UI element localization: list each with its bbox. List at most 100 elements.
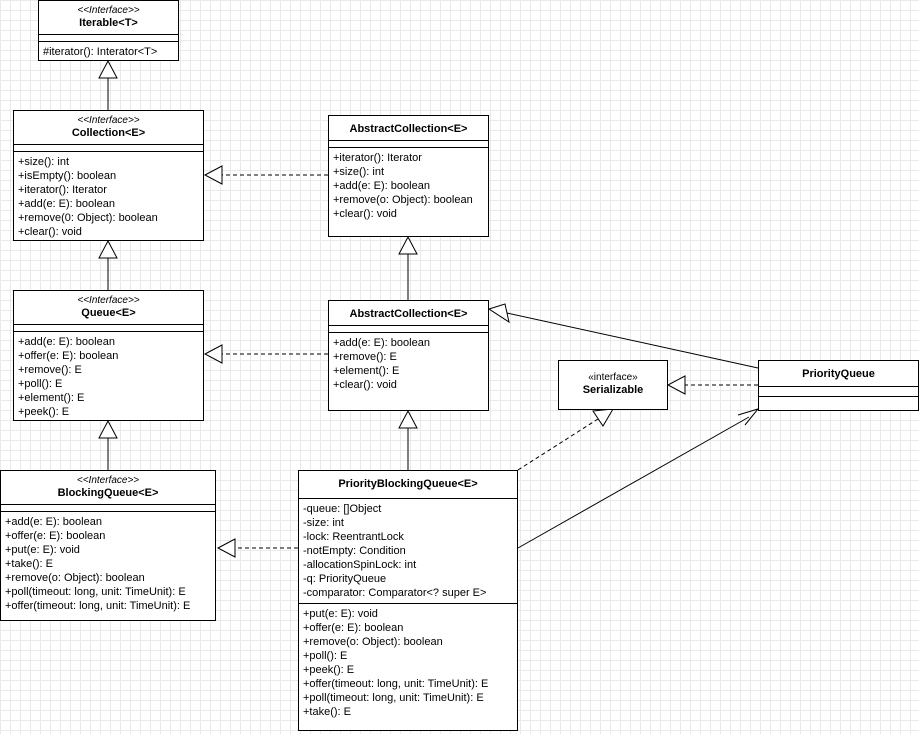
- class-priority-queue[interactable]: PriorityQueue: [758, 360, 919, 411]
- method: +element(): E: [18, 392, 85, 404]
- class-header: <<Interface>> Iterable<T>: [39, 1, 178, 34]
- method: +remove(o: Object): boolean: [333, 194, 473, 206]
- method: +remove(0: Object): boolean: [18, 212, 158, 224]
- method: +add(e: E): boolean: [5, 516, 102, 528]
- method: +add(e: E): boolean: [18, 198, 115, 210]
- method: +isEmpty(): boolean: [18, 170, 117, 182]
- methods-section: +add(e: E): boolean +offer(e: E): boolea…: [14, 331, 203, 422]
- edge-priorityqueue-extends-abstractqueue: [506, 312, 759, 369]
- method: +remove(): E: [18, 364, 82, 376]
- method: +clear(): void: [333, 379, 397, 391]
- method: +remove(o: Object): boolean: [303, 636, 443, 648]
- class-header: <<Interface>> BlockingQueue<E>: [1, 471, 215, 504]
- arrowhead-iterable: [98, 59, 118, 79]
- attributes-section: [14, 144, 203, 151]
- method: +offer(e: E): boolean: [5, 530, 106, 542]
- field: -lock: ReentrantLock: [303, 531, 404, 543]
- class-name: AbstractCollection<E>: [349, 308, 468, 320]
- method: +add(e: E): boolean: [333, 337, 430, 349]
- class-queue[interactable]: <<Interface>> Queue<E> +add(e: E): boole…: [13, 290, 204, 421]
- method: +peek(): E: [18, 406, 70, 418]
- arrowhead-queue: [98, 419, 118, 439]
- class-iterable[interactable]: <<Interface>> Iterable<T> #iterator(): I…: [38, 0, 179, 61]
- arrowhead-abstractqueue-from-priorityqueue: [487, 303, 510, 324]
- methods-section: +add(e: E): boolean +offer(e: E): boolea…: [1, 511, 215, 616]
- class-abstract-collection[interactable]: AbstractCollection<E> +iterator(): Itera…: [328, 115, 489, 237]
- methods-section: +size(): int +isEmpty(): boolean +iterat…: [14, 151, 203, 242]
- attributes-section: [329, 140, 488, 147]
- method: +take(): E: [303, 706, 351, 718]
- attributes-section: [14, 324, 203, 331]
- method: +poll(timeout: long, unit: TimeUnit): E: [303, 692, 484, 704]
- class-collection[interactable]: <<Interface>> Collection<E> +size(): int…: [13, 110, 204, 241]
- field: -queue: []Object: [303, 503, 382, 515]
- class-name: BlockingQueue<E>: [57, 487, 159, 499]
- edge-pbq-associates-priorityqueue: [517, 416, 750, 549]
- class-name: AbstractCollection<E>: [349, 123, 468, 135]
- methods-section: +put(e: E): void +offer(e: E): boolean +…: [299, 603, 517, 722]
- class-priority-blocking-queue[interactable]: PriorityBlockingQueue<E> -queue: []Objec…: [298, 470, 518, 731]
- class-abstract-queue[interactable]: AbstractCollection<E> +add(e: E): boolea…: [328, 300, 489, 411]
- method: +offer(e: E): boolean: [303, 622, 404, 634]
- method: +remove(): E: [333, 351, 397, 363]
- methods-section: +add(e: E): boolean +remove(): E +elemen…: [329, 332, 488, 395]
- methods-section: +iterator(): Iterator +size(): int +add(…: [329, 147, 488, 224]
- method: +put(e: E): void: [5, 544, 80, 556]
- field: -allocationSpinLock: int: [303, 559, 417, 571]
- attributes-section: [39, 34, 178, 41]
- method: +peek(): E: [303, 664, 355, 676]
- stereotype: «interface»: [588, 372, 638, 383]
- methods-section: [759, 396, 918, 406]
- method: +size(): int: [333, 166, 385, 178]
- arrowhead-abstractqueue-from-pbq: [398, 409, 418, 429]
- stereotype: <<Interface>>: [77, 115, 140, 126]
- arrowhead-realize-collection: [203, 165, 223, 185]
- method: +take(): E: [5, 558, 53, 570]
- method: +iterator(): Iterator: [18, 184, 107, 196]
- method: +put(e: E): void: [303, 608, 378, 620]
- class-blocking-queue[interactable]: <<Interface>> BlockingQueue<E> +add(e: E…: [0, 470, 216, 621]
- arrowhead-realize-serializable: [666, 375, 686, 395]
- method: +clear(): void: [18, 226, 82, 238]
- arrowhead-abstractcollection: [398, 235, 418, 255]
- arrowhead-realize-serializable-from-pbq: [592, 408, 614, 427]
- field: -notEmpty: Condition: [303, 545, 406, 557]
- stereotype: <<Interface>>: [77, 5, 140, 16]
- arrowhead-collection: [98, 239, 118, 259]
- method: +poll(): E: [18, 378, 63, 390]
- method: +remove(o: Object): boolean: [5, 572, 145, 584]
- stereotype: <<Interface>>: [76, 475, 140, 486]
- class-header: <<Interface>> Collection<E>: [14, 111, 203, 144]
- class-serializable[interactable]: «interface» Serializable: [558, 360, 668, 410]
- class-name: PriorityBlockingQueue<E>: [338, 478, 478, 490]
- class-name: Serializable: [582, 384, 644, 396]
- class-header: <<Interface>> Queue<E>: [14, 291, 203, 324]
- method: #iterator(): Interator<T>: [43, 46, 158, 58]
- method: +offer(e: E): boolean: [18, 350, 119, 362]
- class-name: Iterable<T>: [79, 17, 138, 29]
- method: +poll(): E: [303, 650, 348, 662]
- attributes-section: [759, 386, 918, 396]
- method: +poll(timeout: long, unit: TimeUnit): E: [5, 586, 186, 598]
- class-name: Queue<E>: [81, 307, 136, 319]
- methods-section: #iterator(): Interator<T>: [39, 41, 178, 62]
- edge-pbq-implements-serializable: [517, 418, 599, 471]
- arrowhead-realize-queue: [203, 344, 223, 364]
- field: -q: PriorityQueue: [303, 573, 387, 585]
- attributes-section: [1, 504, 215, 511]
- method: +offer(timeout: long, unit: TimeUnit): E: [5, 600, 191, 612]
- stereotype: <<Interface>>: [77, 295, 140, 306]
- method: +element(): E: [333, 365, 400, 377]
- class-name: Collection<E>: [71, 127, 146, 139]
- field: -comparator: Comparator<? super E>: [303, 587, 487, 599]
- attributes-section: [329, 325, 488, 332]
- field: -size: int: [303, 517, 344, 529]
- method: +size(): int: [18, 156, 70, 168]
- method: +add(e: E): boolean: [18, 336, 115, 348]
- method: +add(e: E): boolean: [333, 180, 430, 192]
- method: +offer(timeout: long, unit: TimeUnit): E: [303, 678, 489, 690]
- class-name: PriorityQueue: [802, 368, 875, 380]
- method: +iterator(): Iterator: [333, 152, 422, 164]
- class-header: «interface» Serializable: [559, 361, 667, 401]
